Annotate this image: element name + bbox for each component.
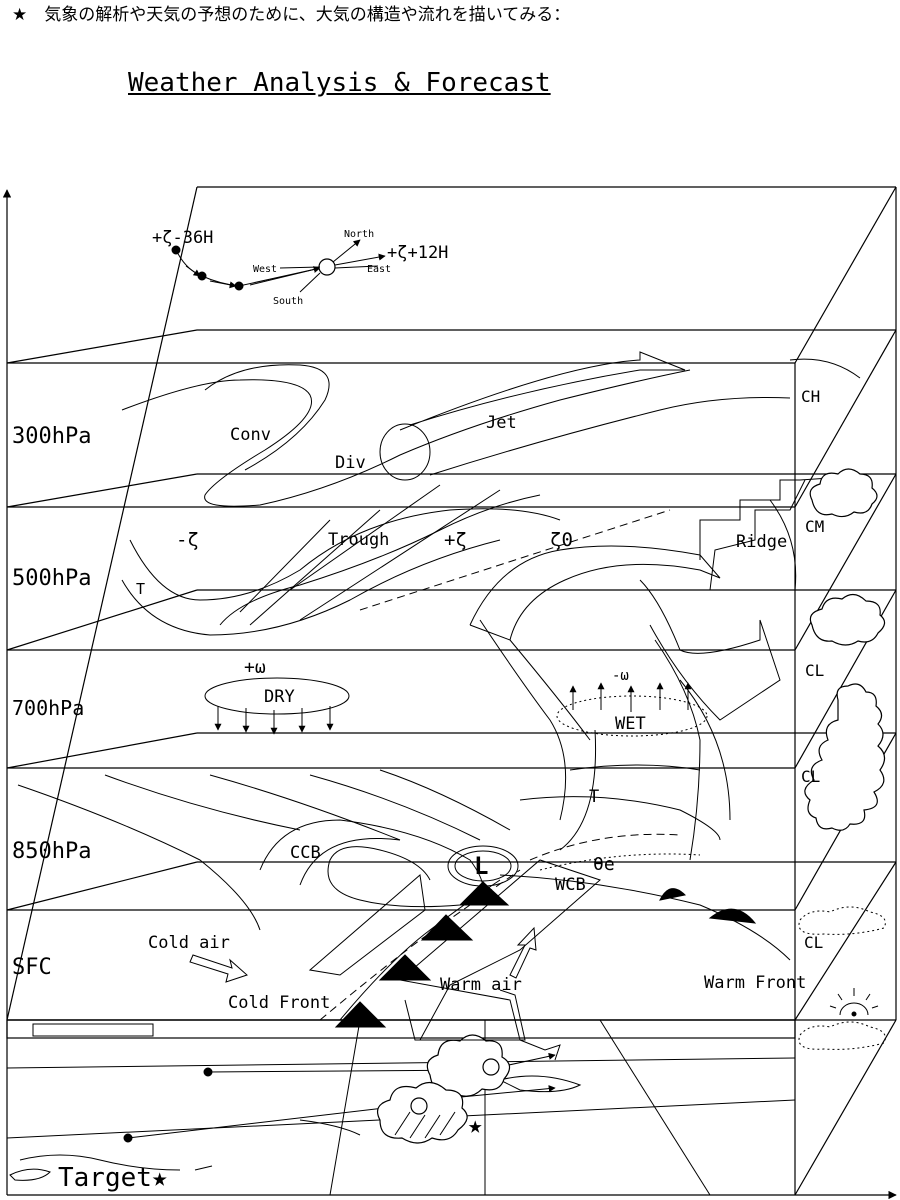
cm-cloud-icon: [809, 468, 878, 518]
cold-front-label: Cold Front: [228, 993, 330, 1013]
warm-front-label: Warm Front: [704, 973, 806, 993]
jet-label: Jet: [486, 413, 517, 433]
ridge-label: Ridge: [736, 532, 787, 552]
cl-label-1: CL: [805, 661, 824, 680]
zeta-plus12-label: +ζ+12H: [387, 243, 448, 263]
wet-area: [556, 682, 708, 737]
level-planes: [6, 329, 897, 1021]
cl-cloud-icon-2: [804, 683, 886, 831]
intro-text: ★ 気象の解析や天気の予想のために、大気の構造や流れを描いてみる：: [12, 5, 571, 25]
plus-zeta-label: +ζ: [444, 529, 467, 551]
cl-label-3: CL: [804, 933, 823, 952]
fronts: [308, 859, 791, 1041]
cl-cloud-icon-3: [798, 906, 886, 935]
wcb-label: WCB: [555, 875, 586, 895]
cl-label-2: CL: [801, 767, 820, 786]
dry-area: [204, 677, 350, 735]
ch-label: CH: [801, 387, 820, 406]
trough-label: Trough: [328, 530, 389, 550]
level-300-label: 300hPa: [12, 424, 91, 449]
minus-omega-label: -ω: [612, 668, 629, 684]
target-star-icon: ★: [468, 1111, 482, 1139]
zeta-minus36-label: +ζ-36H: [152, 228, 213, 248]
cm-label: CM: [805, 517, 824, 536]
level-sfc-label: SFC: [12, 955, 52, 980]
page-title: Weather Analysis & Forecast: [128, 68, 551, 98]
zeta-zero-label: ζ0: [550, 529, 573, 551]
level-500-label: 500hPa: [12, 566, 91, 591]
jet-stream: [121, 351, 861, 507]
dry-label: DRY: [264, 687, 295, 707]
t850-label: T: [589, 787, 599, 807]
cold-air-label: Cold air: [148, 933, 230, 953]
minus-zeta-label: -ζ: [176, 529, 199, 551]
vorticity-track: [171, 239, 386, 293]
cloud-icons: [798, 468, 886, 1050]
south-label: South: [273, 296, 303, 307]
warm-air-label: Warm air: [440, 975, 522, 995]
conv-label: Conv: [230, 425, 271, 445]
sun-icon: [829, 988, 879, 1017]
theta-e-label: θe: [593, 854, 615, 875]
plus-omega-label: +ω: [244, 657, 266, 678]
wet-label: WET: [615, 714, 646, 734]
target-label: Target★: [58, 1163, 168, 1193]
warm-air-arrow: [509, 926, 537, 979]
cold-air-arrow: [189, 954, 248, 983]
west-label: West: [253, 264, 277, 275]
box-frame: [6, 186, 897, 1196]
t500-label: T: [136, 580, 145, 598]
hatching: [394, 1111, 456, 1139]
ccb-label: CCB: [290, 843, 321, 863]
east-label: East: [367, 264, 391, 275]
level-850-label: 850hPa: [12, 839, 91, 864]
north-label: North: [344, 229, 374, 240]
warm-conveyor-belt: [469, 545, 781, 861]
div-label: Div: [335, 453, 366, 473]
low-pressure-label: L: [474, 852, 488, 880]
trough-ridge: [121, 477, 831, 636]
level-700-label: 700hPa: [12, 696, 84, 720]
isotherms-850: [17, 764, 721, 931]
cl-cloud-icon-1: [809, 593, 886, 646]
surface-map: ★: [6, 1019, 796, 1196]
